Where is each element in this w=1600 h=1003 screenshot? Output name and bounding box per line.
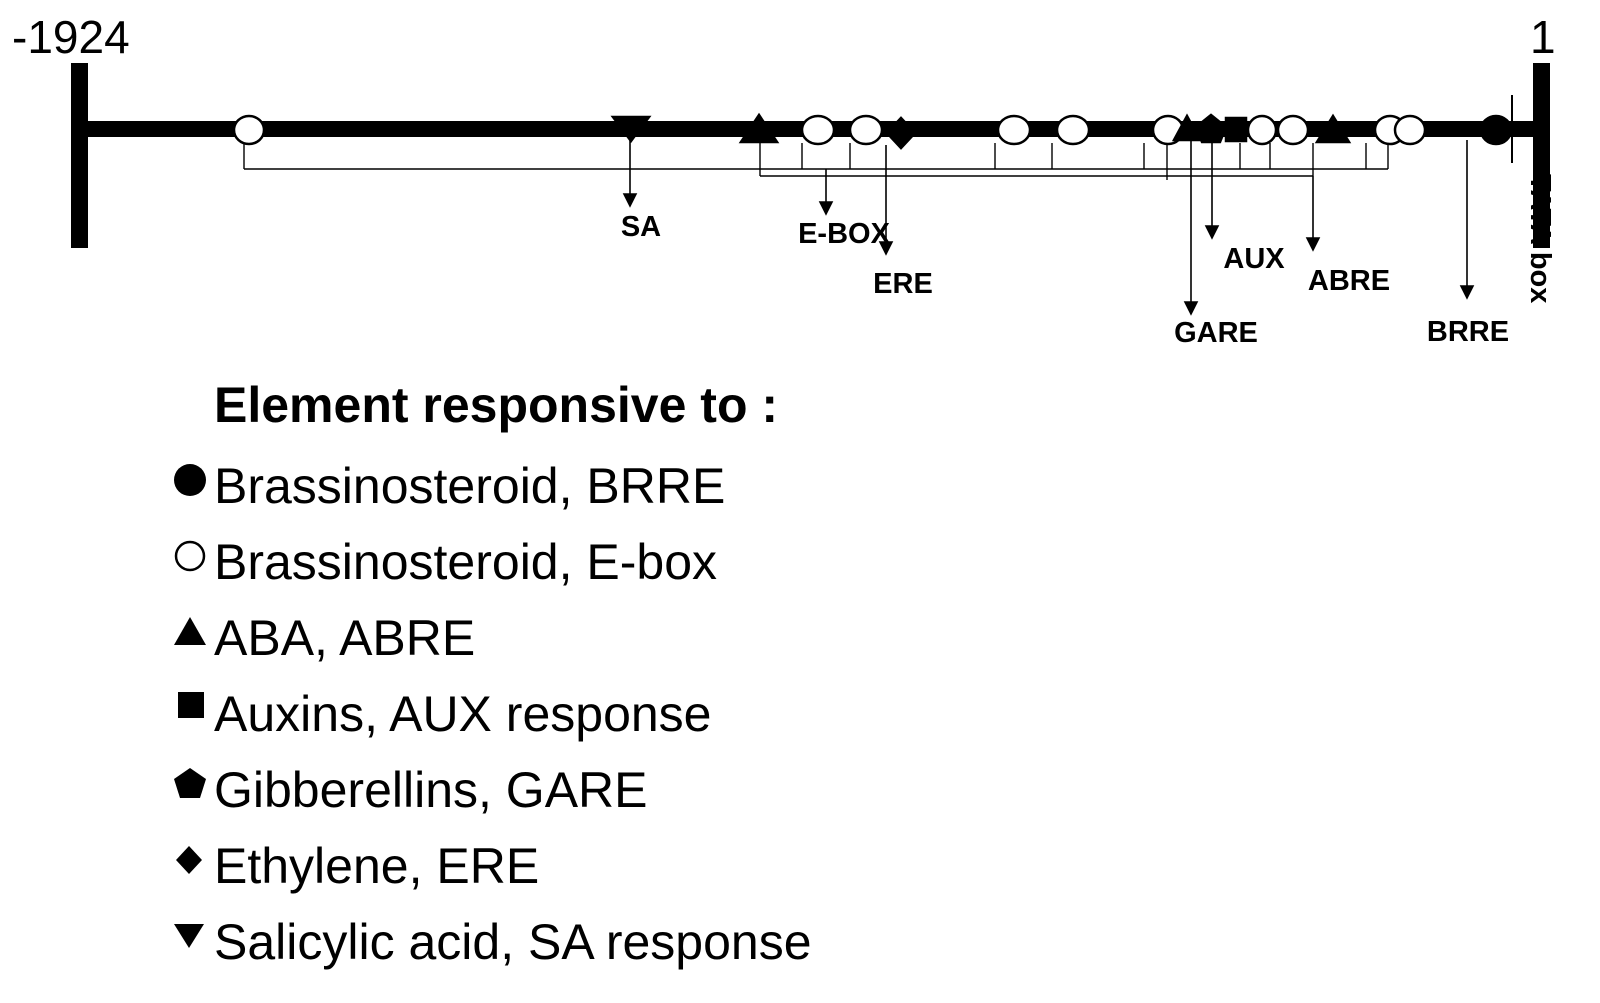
e-box-open-circle xyxy=(800,114,836,146)
filled-triangle-icon xyxy=(174,617,206,645)
e-box-open-circle xyxy=(1055,114,1091,146)
gare-filled-pentagon xyxy=(1194,113,1228,144)
abre-arrow xyxy=(1305,176,1321,252)
legend-label: Salicylic acid, SA response xyxy=(214,914,812,970)
aux-label: AUX xyxy=(1223,243,1285,275)
filled-diamond-icon xyxy=(176,846,202,874)
legend-item-abre: ABA, ABRE xyxy=(172,600,778,676)
legend-title-colon: : xyxy=(761,377,779,433)
brre-arrow xyxy=(1459,140,1475,300)
abre-filled-triangle xyxy=(1171,113,1203,142)
legend-item-brre: Brassinosteroid, BRRE xyxy=(172,448,778,524)
legend-item-gare: Gibberellins, GARE xyxy=(172,752,778,828)
legend-item-e-box: Brassinosteroid, E-box xyxy=(172,524,778,600)
e-box-open-circle xyxy=(848,114,884,146)
inverted-triangle-icon xyxy=(174,924,204,948)
e-box-arrow xyxy=(818,169,834,216)
open-circle-icon xyxy=(174,540,206,572)
tata-box-label: TATA box xyxy=(1524,174,1556,303)
e-box-open-circle xyxy=(1246,114,1278,146)
e-box-open-circle xyxy=(1393,114,1427,146)
promoter-start-bar xyxy=(71,63,88,248)
legend-label: Brassinosteroid, BRRE xyxy=(214,458,726,514)
aux-filled-square xyxy=(1224,116,1248,143)
sa-label: SA xyxy=(621,211,661,243)
filled-circle-icon xyxy=(174,464,206,496)
legend-title-text: Element responsive to xyxy=(214,377,748,433)
filled-pentagon-icon xyxy=(174,768,206,798)
legend-item-sa: Salicylic acid, SA response xyxy=(172,904,812,980)
legend-title: Element responsive to : xyxy=(172,372,778,438)
legend-item-aux: Auxins, AUX response xyxy=(172,676,778,752)
legend-label: Gibberellins, GARE xyxy=(214,762,648,818)
abre-connector xyxy=(759,143,1314,180)
ere-label: ERE xyxy=(873,268,933,300)
promoter-end-bar xyxy=(1533,63,1550,248)
ere-filled-diamond xyxy=(885,116,917,150)
gare-label: GARE xyxy=(1174,317,1258,349)
e-box-connector xyxy=(243,143,1389,170)
gare-arrow xyxy=(1183,140,1199,316)
legend-label: Brassinosteroid, E-box xyxy=(214,534,718,590)
e-box-open-circle xyxy=(232,114,266,146)
aux-arrow xyxy=(1204,137,1220,240)
sa-inverted-triangle xyxy=(610,115,652,144)
ere-arrow xyxy=(878,145,894,256)
e-box-open-circle xyxy=(996,114,1032,146)
legend-item-ere: Ethylene, ERE xyxy=(172,828,778,904)
filled-square-icon xyxy=(178,692,204,718)
e-box-label: E-BOX xyxy=(798,218,891,250)
promoter-end-label: 1 xyxy=(1530,11,1556,63)
promoter-start-label: -1924 xyxy=(12,11,130,63)
abre-filled-triangle xyxy=(738,112,780,144)
legend-label: Ethylene, ERE xyxy=(214,838,540,894)
abre-label: ABRE xyxy=(1308,265,1390,297)
legend-label: Auxins, AUX response xyxy=(214,686,712,742)
brre-filled-circle xyxy=(1479,114,1513,146)
abre-filled-triangle xyxy=(1314,113,1352,144)
sa-arrow xyxy=(622,140,638,208)
brre-label: BRRE xyxy=(1427,316,1509,348)
e-box-open-circle xyxy=(1276,114,1310,146)
legend-label: ABA, ABRE xyxy=(214,610,476,666)
legend: Element responsive to : Brassinosteroid,… xyxy=(172,372,812,980)
